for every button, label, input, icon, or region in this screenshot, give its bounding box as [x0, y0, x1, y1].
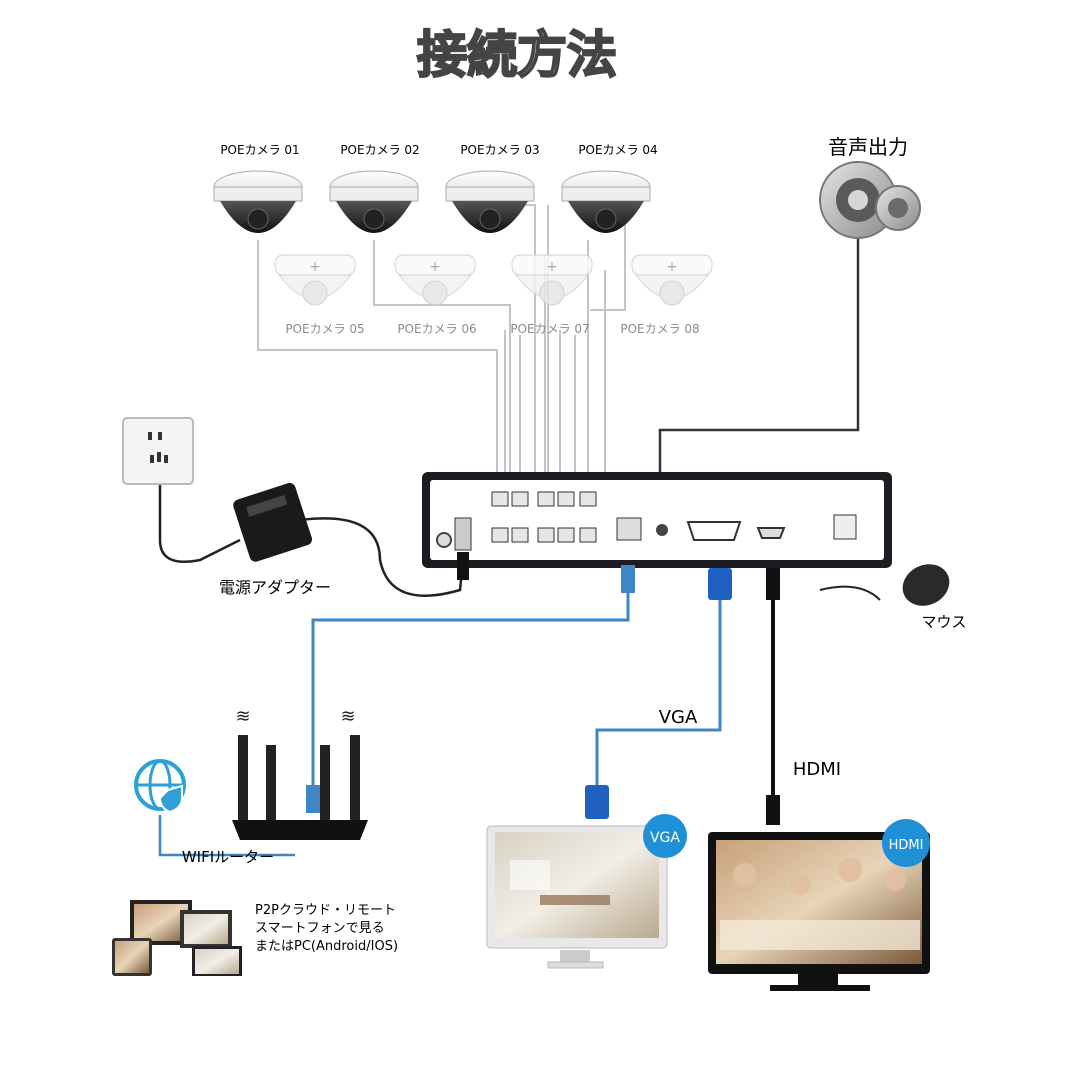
- hdmi-badge-text: HDMI: [889, 838, 924, 853]
- nvr-dc-port: [454, 517, 472, 551]
- camera-08-label: POEカメラ 08: [620, 322, 699, 336]
- camera-06-label: POEカメラ 06: [397, 322, 476, 336]
- camera-02-label: POEカメラ 02: [340, 143, 419, 157]
- camera-03: [445, 170, 535, 233]
- remote-line-3: またはPC(Android/IOS): [255, 939, 398, 954]
- camera-row-bottom: + + + + POEカメラ 05 POEカメラ 06 POEカメラ 07 PO…: [274, 254, 713, 336]
- nvr-power-button: [436, 532, 452, 548]
- camera-04: [561, 170, 651, 233]
- nvr-poe-ports: [491, 491, 597, 543]
- vga-plug: [708, 568, 732, 600]
- speaker-icon: [819, 161, 921, 239]
- remote-line-1: P2Pクラウド・リモート: [255, 903, 396, 918]
- camera-03-label: POEカメラ 03: [460, 143, 539, 157]
- vga-badge: VGA: [643, 814, 687, 858]
- svg-text:≋: ≋: [235, 706, 250, 727]
- mouse-label: マウス: [921, 613, 966, 631]
- nvr-vga-port: [686, 521, 742, 541]
- camera-07-label: POEカメラ 07: [510, 322, 589, 336]
- diagram-title: 接続方法: [417, 26, 617, 84]
- nvr-lan-port: [616, 517, 642, 541]
- network-cable: [311, 590, 630, 790]
- svg-text:+: +: [429, 259, 441, 275]
- camera-row-top: POEカメラ 01 POEカメラ 02 POEカメラ 03 POEカメラ 04: [213, 143, 658, 233]
- nvr-device: [422, 472, 892, 568]
- hdmi-monitor: [708, 832, 930, 991]
- camera-02: [329, 170, 419, 233]
- svg-text:≋: ≋: [340, 706, 355, 727]
- nvr-audio-port: [656, 524, 668, 536]
- vga-badge-text: VGA: [650, 830, 680, 846]
- router-icon: ≋ ≋: [232, 706, 368, 840]
- svg-text:+: +: [546, 259, 558, 275]
- camera-08: +: [631, 254, 713, 306]
- remote-devices-icon: [112, 900, 242, 976]
- camera-01-label: POEカメラ 01: [220, 143, 299, 157]
- camera-07: +: [511, 254, 593, 306]
- wall-outlet-icon: [122, 417, 194, 485]
- nvr-usb-ports: [833, 514, 857, 540]
- hdmi-badge: HDMI: [882, 819, 930, 867]
- lan-plug: [621, 565, 635, 593]
- outlet-wire: [158, 480, 241, 563]
- vga-monitor: [486, 825, 668, 969]
- camera-05-label: POEカメラ 05: [285, 322, 364, 336]
- power-plug: [457, 552, 469, 580]
- remote-line-2: スマートフォンで見る: [255, 921, 385, 936]
- camera-01: [213, 170, 303, 233]
- svg-text:+: +: [666, 259, 678, 275]
- camera-04-label: POEカメラ 04: [578, 143, 657, 157]
- hdmi-monitor-plug: [766, 795, 780, 825]
- vga-monitor-plug: [585, 785, 609, 819]
- power-adapter-label: 電源アダプター: [219, 578, 331, 597]
- svg-text:+: +: [309, 259, 321, 275]
- router-globe-wire: [158, 815, 295, 857]
- vga-cable: [595, 600, 722, 790]
- router-lan-plug: [306, 785, 320, 813]
- power-adapter-icon: [233, 482, 313, 562]
- audio-output-label: 音声出力: [828, 135, 908, 159]
- vga-cable-label: VGA: [659, 707, 698, 728]
- mouse-icon: [819, 564, 950, 606]
- camera-06: +: [394, 254, 476, 306]
- router-label: WIFIルーター: [182, 848, 274, 866]
- camera-05: +: [274, 254, 356, 306]
- hdmi-plug: [766, 568, 780, 600]
- hdmi-cable-label: HDMI: [793, 759, 841, 780]
- nvr-hdmi-port: [756, 527, 786, 539]
- globe-shield-icon: [134, 759, 186, 814]
- camera-wires: [257, 195, 626, 480]
- power-wire: [299, 517, 465, 597]
- speaker-wire: [658, 230, 860, 500]
